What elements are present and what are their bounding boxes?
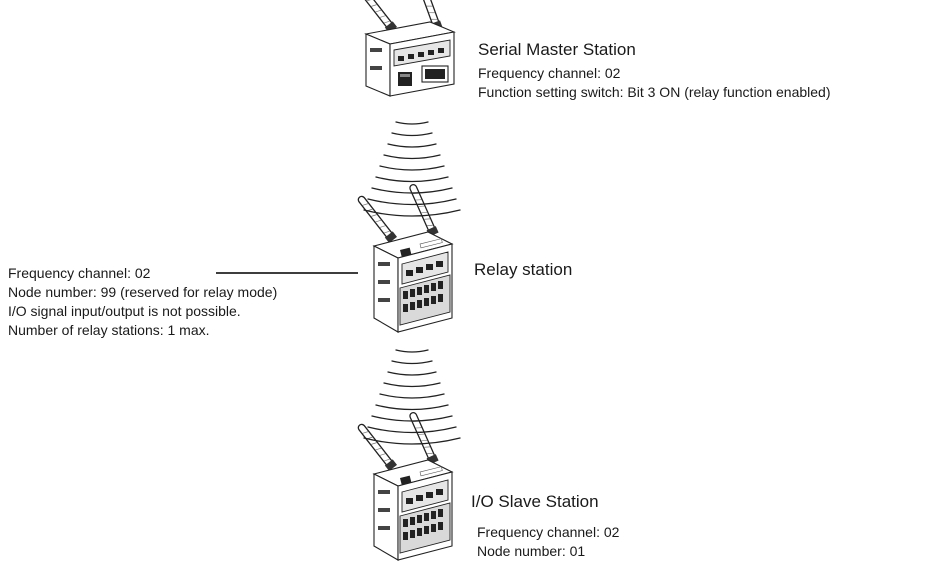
relay-node-number: Node number: 99 (reserved for relay mode… xyxy=(8,284,278,300)
master-title: Serial Master Station xyxy=(478,40,636,59)
io-slave-device-image xyxy=(358,414,452,560)
serial-master-device-image xyxy=(358,0,454,96)
relay-title: Relay station xyxy=(474,260,573,279)
master-function-switch: Function setting switch: Bit 3 ON (relay… xyxy=(478,84,831,100)
radio-waves-upper xyxy=(363,121,461,217)
relay-device-image xyxy=(358,186,452,332)
master-frequency-channel: Frequency channel: 02 xyxy=(478,65,621,81)
relay-frequency-channel: Frequency channel: 02 xyxy=(8,265,151,281)
radio-waves-lower xyxy=(363,349,461,445)
slave-frequency-channel: Frequency channel: 02 xyxy=(477,524,620,540)
slave-node-number: Node number: 01 xyxy=(477,543,586,559)
relay-station-limit: Number of relay stations: 1 max. xyxy=(8,322,210,338)
relay-io-note: I/O signal input/output is not possible. xyxy=(8,303,241,319)
slave-title: I/O Slave Station xyxy=(471,492,599,511)
